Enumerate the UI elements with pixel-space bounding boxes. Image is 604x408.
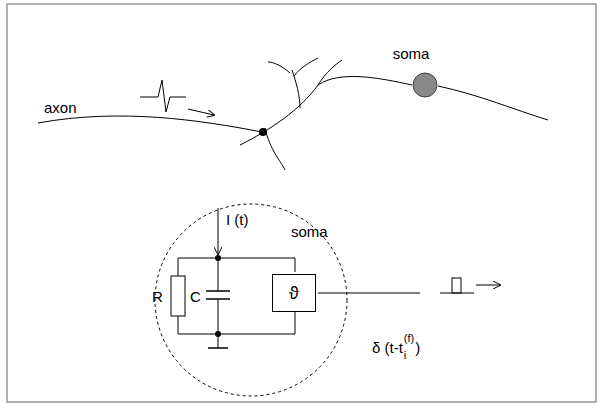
dendrite	[292, 70, 300, 108]
capacitor-label: C	[190, 289, 201, 304]
spike-train-label: δ (t-t	[372, 340, 403, 355]
outline	[412, 72, 438, 98]
wire	[218, 334, 219, 348]
dendrite	[240, 76, 412, 145]
dendrite	[268, 62, 290, 73]
wire	[178, 258, 295, 276]
resistor-label: R	[152, 289, 163, 304]
frame	[7, 4, 596, 402]
direction-arrow	[188, 109, 214, 115]
node-label: soma	[393, 46, 430, 61]
resistor-symbol	[171, 276, 185, 316]
dendrite	[318, 60, 342, 85]
wire	[218, 299, 219, 334]
spike	[140, 80, 186, 112]
spike-train-label: (f)	[404, 333, 414, 344]
wire	[218, 258, 219, 291]
capacitor-symbol	[206, 290, 230, 292]
node-label: soma	[291, 224, 328, 239]
ground-symbol	[208, 347, 228, 349]
dendrite	[294, 58, 318, 76]
capacitor-symbol	[206, 298, 230, 300]
pulse-arrow	[476, 285, 500, 286]
output-wire	[318, 293, 420, 294]
wire	[178, 310, 295, 334]
axon-out	[438, 86, 548, 120]
pulse	[452, 278, 461, 293]
threshold-box: ϑ	[272, 274, 316, 312]
soma-body: soma	[412, 72, 438, 98]
soma-circuit: soma ϑ	[153, 202, 349, 398]
pulse-base	[440, 293, 474, 294]
axon-line	[38, 116, 262, 132]
current-arrow	[218, 208, 219, 254]
node-label: ϑ	[289, 284, 299, 302]
spike-train-label: i	[404, 350, 406, 361]
spike-train-label: )	[415, 340, 420, 355]
axon-label: axon	[44, 100, 77, 115]
dendrite	[265, 128, 285, 170]
current-label: I (t)	[226, 212, 249, 227]
